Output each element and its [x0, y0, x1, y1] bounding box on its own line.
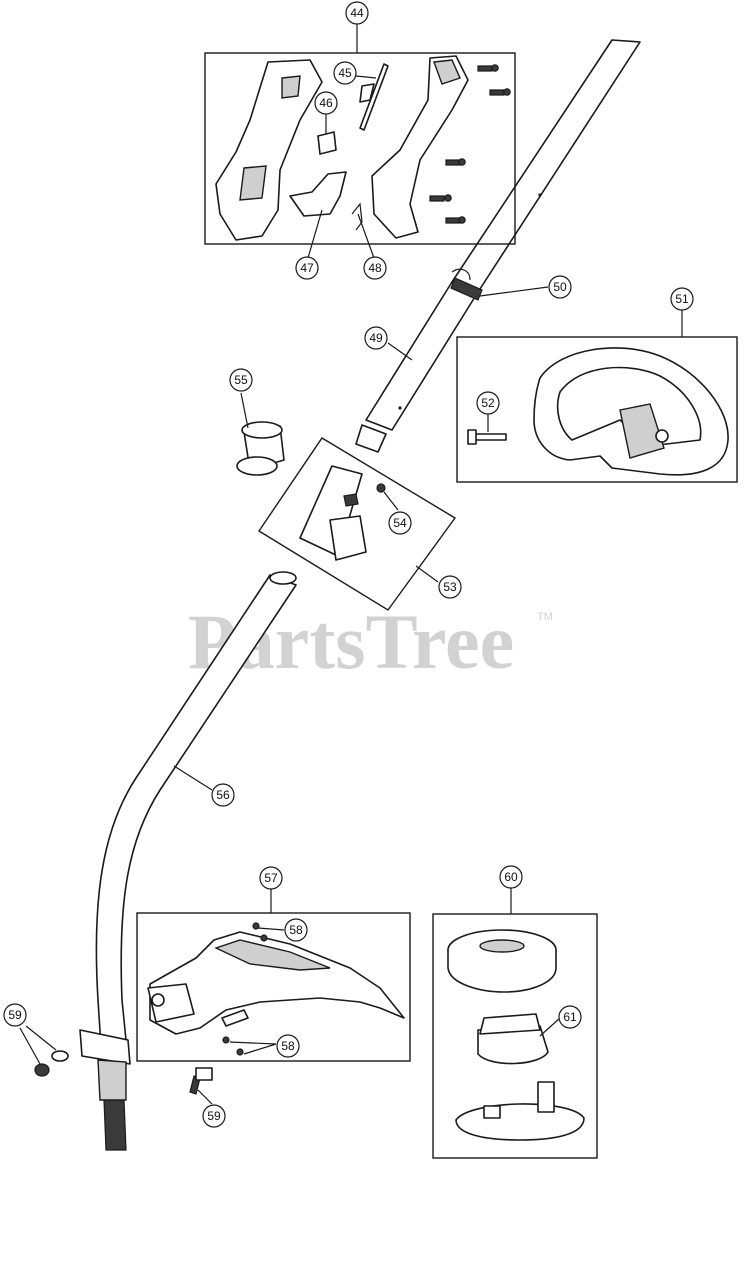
- svg-text:58: 58: [289, 923, 303, 937]
- callout-59-left: 59: [3, 1003, 27, 1027]
- callout-45: 45: [333, 61, 357, 85]
- guard-frame: [136, 912, 411, 1062]
- callout-60: 60: [499, 865, 523, 889]
- svg-text:54: 54: [393, 516, 407, 530]
- callout-54: 54: [388, 511, 412, 535]
- callout-58-lower: 58: [276, 1034, 300, 1058]
- svg-text:58: 58: [281, 1039, 295, 1053]
- callout-56: 56: [211, 783, 235, 807]
- guard-group: [136, 912, 411, 1095]
- left-fasteners: [34, 1050, 69, 1077]
- svg-text:50: 50: [553, 280, 567, 294]
- svg-text:47: 47: [300, 261, 314, 275]
- callout-55: 55: [229, 368, 253, 392]
- svg-text:52: 52: [481, 396, 495, 410]
- callout-51: 51: [670, 287, 694, 311]
- svg-text:57: 57: [264, 871, 278, 885]
- svg-text:59: 59: [8, 1008, 22, 1022]
- svg-text:45: 45: [338, 66, 352, 80]
- callout-47: 47: [295, 256, 319, 280]
- svg-text:55: 55: [234, 373, 248, 387]
- svg-text:49: 49: [369, 331, 383, 345]
- callout-59-lower: 59: [202, 1104, 226, 1128]
- callout-46: 46: [314, 91, 338, 115]
- callout-58-upper: 58: [284, 918, 308, 942]
- svg-text:56: 56: [216, 788, 230, 802]
- lower-shaft: [79, 571, 297, 1151]
- svg-text:61: 61: [563, 1010, 577, 1024]
- coupler-group: [258, 437, 457, 611]
- svg-text:44: 44: [350, 6, 364, 20]
- handle-assembly-group: [204, 52, 516, 245]
- screws: [429, 64, 511, 224]
- svg-text:51: 51: [675, 292, 689, 306]
- watermark-trademark: TM: [537, 611, 553, 623]
- callout-61: 61: [558, 1005, 582, 1029]
- callout-48: 48: [363, 256, 387, 280]
- handle-assembly-frame: [204, 52, 516, 245]
- trimmer-head-group: [432, 913, 598, 1159]
- assist-handle-group: [456, 336, 738, 483]
- svg-text:59: 59: [207, 1109, 221, 1123]
- callout-57: 57: [259, 866, 283, 890]
- coupler-frame: [258, 437, 457, 611]
- svg-text:53: 53: [443, 580, 457, 594]
- assist-handle-frame: [456, 336, 738, 483]
- callout-53: 53: [438, 575, 462, 599]
- callout-49: 49: [364, 326, 388, 350]
- leader-lines: [19, 24, 683, 1105]
- sleeve: [236, 421, 285, 476]
- callout-50: 50: [548, 275, 572, 299]
- svg-text:48: 48: [368, 261, 382, 275]
- callout-44: 44: [345, 1, 369, 25]
- svg-text:46: 46: [319, 96, 333, 110]
- svg-text:60: 60: [504, 870, 518, 884]
- upper-shaft: [355, 39, 641, 453]
- trimmer-head-frame: [432, 913, 598, 1159]
- callout-52: 52: [476, 391, 500, 415]
